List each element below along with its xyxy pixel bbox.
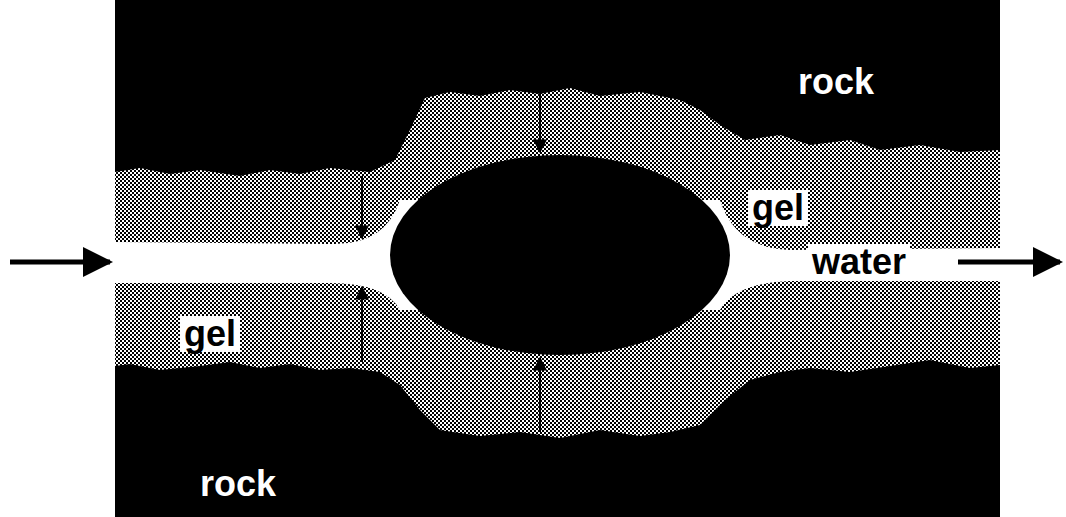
material-label: gel — [748, 190, 808, 226]
gel-thickness-arrow — [361, 287, 363, 362]
flow-arrow — [10, 260, 110, 265]
rock-grain — [390, 155, 730, 355]
gel-thickness-arrow — [361, 176, 363, 238]
material-label: water — [808, 244, 910, 280]
material-label: gel — [180, 316, 240, 352]
gel-thickness-arrow — [539, 358, 541, 432]
flow-arrow — [958, 260, 1060, 265]
rock-mass — [115, 0, 1000, 517]
gel-thickness-arrow — [539, 94, 541, 152]
material-label: rock — [798, 64, 874, 100]
material-label: rock — [200, 466, 276, 502]
